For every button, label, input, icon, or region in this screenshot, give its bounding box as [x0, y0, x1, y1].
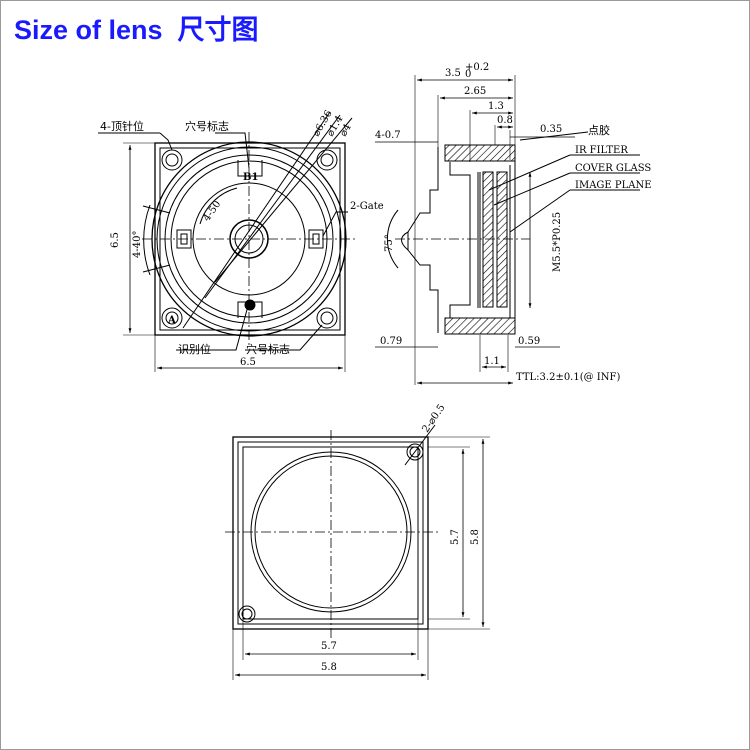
outer-width-label: 5.8: [321, 662, 337, 673]
cover-glass-label: COVER GLASS: [575, 163, 651, 174]
id-position-label: 识别位: [178, 342, 211, 356]
angle-40-label: 4-40°: [132, 231, 143, 258]
width-6-5-label: 6.5: [240, 357, 256, 368]
side-view: [375, 75, 640, 385]
dim-0-35-label: 0.35: [540, 124, 562, 135]
page-title: Size of lens 尺寸图: [14, 15, 259, 45]
hole-mark-bottom-label: 穴号标志: [246, 342, 290, 356]
radius-50-label: 4-50: [201, 199, 223, 224]
hole-diameter-label: 2-⌀0.5: [420, 402, 447, 434]
dim-3-5-tol-down: 0: [465, 69, 471, 80]
glue-label: 点胶: [588, 123, 610, 137]
a-mark: A: [167, 315, 176, 326]
inner-width-label: 5.7: [321, 641, 337, 652]
dim-3-5-tol-up: +0.2: [465, 62, 489, 73]
dim-0-79-label: 0.79: [380, 336, 402, 347]
ttl-label: TTL:3.2±0.1(@ INF): [516, 372, 620, 383]
outer-height-label: 5.8: [470, 529, 481, 545]
image-plane-label: IMAGE PLANE: [575, 180, 652, 191]
dim-2-65-label: 2.65: [464, 86, 486, 97]
thread-label: M5.5*P0.25: [552, 212, 563, 272]
pin-position-label: 4-顶针位: [100, 119, 144, 133]
ir-filter-label: IR FILTER: [575, 145, 628, 156]
height-6-5-label: 6.5: [110, 232, 121, 248]
front-view: [98, 111, 358, 372]
diameter-4-label: ⌀4: [338, 122, 354, 138]
dim-1-3-label: 1.3: [488, 101, 504, 112]
dim-4-0-7-label: 4-0.7: [375, 130, 401, 141]
b1-mark: B1: [243, 172, 258, 183]
hole-mark-top-label: 穴号标志: [185, 119, 229, 133]
gate-label: 2-Gate: [350, 201, 384, 212]
angle-75-label: 75°: [384, 234, 395, 252]
dim-1-1-label: 1.1: [484, 356, 500, 367]
dim-3-5-label: 3.5: [445, 68, 461, 79]
inner-height-label: 5.7: [450, 529, 461, 545]
back-view: [225, 424, 490, 680]
dim-0-8-label: 0.8: [497, 115, 513, 126]
dim-0-59-label: 0.59: [518, 336, 540, 347]
